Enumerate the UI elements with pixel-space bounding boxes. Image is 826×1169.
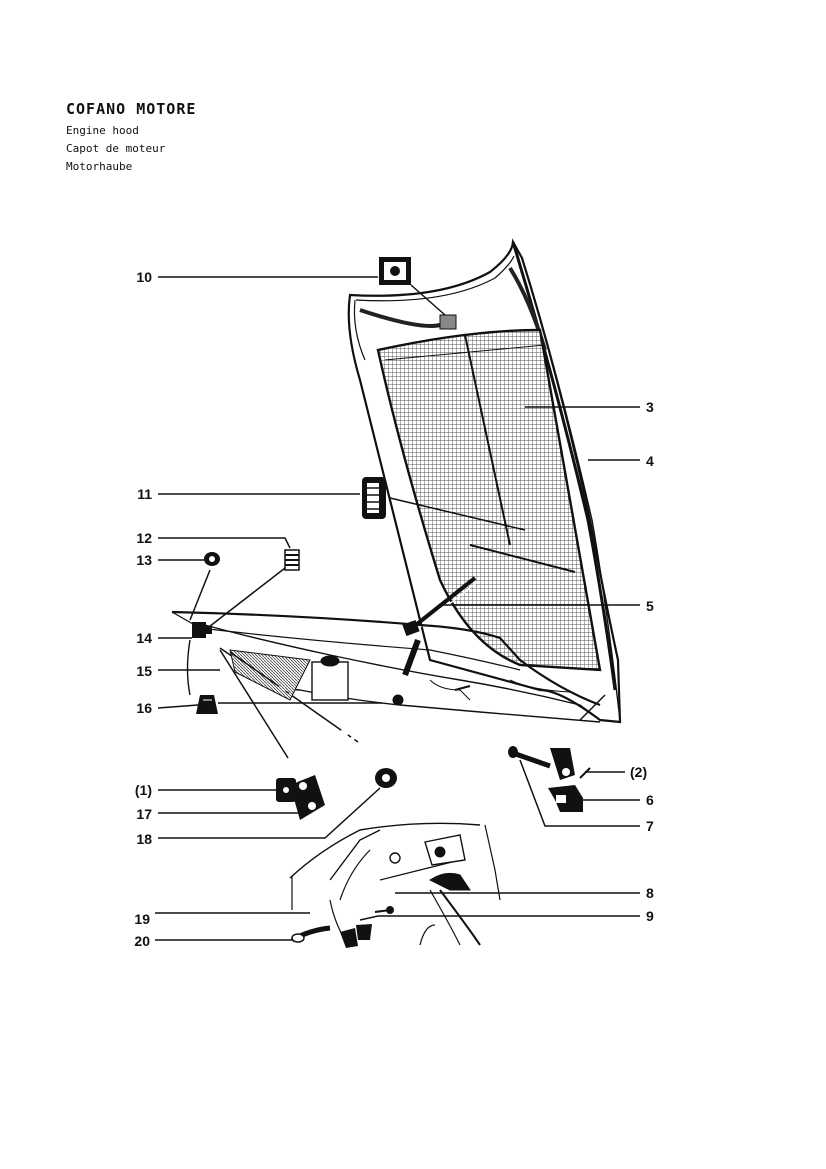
insulation-pad — [376, 328, 602, 672]
callout-8: 8 — [646, 885, 654, 901]
title-german: Motorhaube — [66, 160, 133, 173]
callout-11: 11 — [137, 486, 152, 502]
callout-4: 4 — [646, 453, 654, 469]
hinge-parts — [508, 746, 591, 812]
callout-14: 14 — [136, 630, 152, 646]
leader-lines — [155, 276, 640, 941]
title-french: Capot de moteur — [66, 142, 166, 155]
part-16-bump-stop — [196, 695, 218, 714]
callout-7: 7 — [646, 818, 654, 834]
part-13-grommet — [204, 552, 220, 566]
callout-18: 18 — [136, 831, 152, 847]
title-english: Engine hood — [66, 124, 139, 137]
title-italian: COFANO MOTORE — [66, 100, 197, 118]
callout-12: 12 — [136, 530, 152, 546]
callout-6: 6 — [646, 792, 654, 808]
callout-17: 17 — [136, 806, 152, 822]
callout-20: 20 — [134, 933, 150, 949]
callout-16: 16 — [136, 700, 152, 716]
callout-1: (1) — [135, 782, 152, 798]
release-area — [289, 822, 501, 946]
callout-10: 10 — [136, 269, 152, 285]
title-block: COFANO MOTORE Engine hood Capot de moteu… — [66, 100, 196, 174]
part-11-buffer — [362, 477, 386, 519]
callout-labels: 10 3 4 11 12 13 5 14 15 16 (1) (2) 6 17 … — [134, 269, 654, 949]
callout-3: 3 — [646, 399, 654, 415]
part-18-grommet — [375, 768, 397, 788]
engine-bay — [171, 610, 601, 723]
callout-19: 19 — [134, 911, 150, 927]
callout-2: (2) — [630, 764, 647, 780]
callout-13: 13 — [136, 552, 152, 568]
part-14-latch — [192, 622, 212, 638]
callout-15: 15 — [136, 663, 152, 679]
part-12-spring — [284, 549, 300, 571]
part-10-clip — [379, 257, 457, 330]
callout-5: 5 — [646, 598, 654, 614]
callout-9: 9 — [646, 908, 654, 924]
small-parts-lower — [290, 906, 394, 948]
